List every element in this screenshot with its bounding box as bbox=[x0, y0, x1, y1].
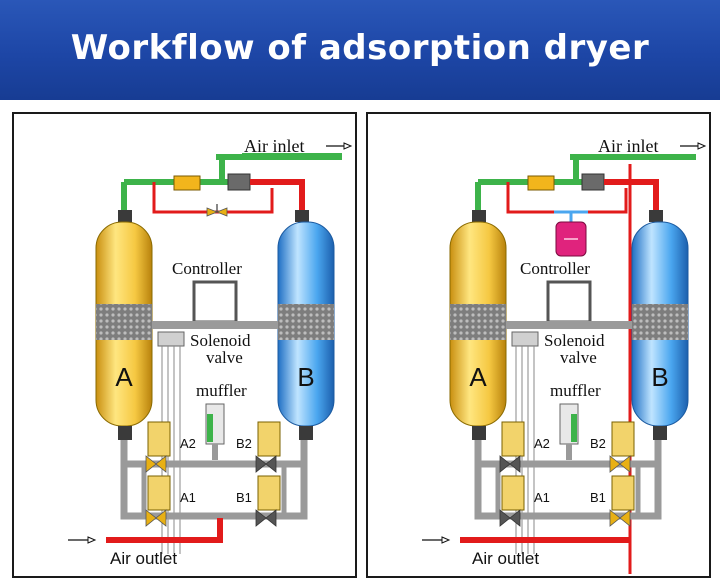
red-pipe-b-top bbox=[250, 179, 305, 210]
tower-a-bottom-flange bbox=[472, 426, 486, 440]
page-title: Workflow of adsorption dryer bbox=[70, 28, 650, 68]
purge-loop-pipe bbox=[474, 440, 662, 520]
tower-b-label: B bbox=[651, 362, 668, 392]
valve-b1-label: B1 bbox=[590, 490, 606, 505]
controller-rail bbox=[506, 321, 632, 329]
air-outlet-label: Air outlet bbox=[110, 549, 177, 568]
diagram-panel-left: Air inlet A B Controller Solenoid valve … bbox=[12, 112, 357, 578]
red-bypass-pipe bbox=[152, 182, 274, 214]
valve-b2-label: B2 bbox=[236, 436, 252, 451]
solenoid-label-line2: valve bbox=[206, 348, 243, 367]
tower-b-label: B bbox=[297, 362, 314, 392]
tower-a-bottom-flange bbox=[118, 426, 132, 440]
controller-box bbox=[192, 280, 238, 324]
solenoid-valve-block bbox=[511, 331, 539, 347]
valve-a2-label: A2 bbox=[534, 436, 550, 451]
valve-a2-label: A2 bbox=[180, 436, 196, 451]
red-outlet-pipe bbox=[106, 518, 223, 543]
tower-b-desiccant bbox=[632, 304, 688, 340]
valve-b1-label: B1 bbox=[236, 490, 252, 505]
workflow-diagram-right: Air inlet A B Controller Solenoid valve … bbox=[422, 136, 707, 574]
tower-a-label: A bbox=[469, 362, 487, 392]
controller-label: Controller bbox=[520, 259, 590, 278]
air-outlet-label: Air outlet bbox=[472, 549, 539, 568]
purge-loop-pipe bbox=[120, 440, 308, 520]
tower-b-top-flange bbox=[649, 210, 663, 222]
tower-b-top-flange bbox=[295, 210, 309, 222]
tower-a-top-flange bbox=[118, 210, 132, 222]
tower-b-bottom-flange bbox=[653, 426, 667, 440]
title-banner: Workflow of adsorption dryer bbox=[0, 0, 720, 100]
tower-b-desiccant bbox=[278, 304, 334, 340]
valve-b2-label: B2 bbox=[590, 436, 606, 451]
muffler-label: muffler bbox=[550, 381, 601, 400]
diagram-panel-right: Air inlet A B Controller Solenoid valve … bbox=[366, 112, 711, 578]
tower-a-label: A bbox=[115, 362, 133, 392]
filter-icon bbox=[527, 175, 555, 191]
throttle-valve-icon bbox=[206, 207, 219, 217]
air-inlet-label: Air inlet bbox=[244, 136, 305, 156]
valve-a1-label: A1 bbox=[534, 490, 550, 505]
controller-rail bbox=[152, 321, 278, 329]
tower-b-bottom-flange bbox=[299, 426, 313, 440]
filter-icon bbox=[173, 175, 201, 191]
solenoid-label-line1: Solenoid bbox=[544, 331, 605, 350]
red-pipe-b-top bbox=[604, 179, 659, 210]
solenoid-label-line1: Solenoid bbox=[190, 331, 251, 350]
tower-a-top-flange bbox=[472, 210, 486, 222]
valve-b1-icon bbox=[611, 475, 635, 511]
inlet-valve-icon bbox=[227, 173, 251, 191]
solenoid-valve-block bbox=[157, 331, 185, 347]
inlet-valve-icon bbox=[581, 173, 605, 191]
controller-box bbox=[546, 280, 592, 324]
solenoid-label-line2: valve bbox=[560, 348, 597, 367]
valve-a1-icon bbox=[147, 475, 171, 511]
tower-a-desiccant bbox=[96, 304, 152, 340]
muffler-label: muffler bbox=[196, 381, 247, 400]
inlet-arrowhead bbox=[343, 142, 353, 150]
controller-label: Controller bbox=[172, 259, 242, 278]
valve-b2-icon bbox=[611, 421, 635, 457]
red-bypass-pipe bbox=[506, 182, 628, 214]
valve-b2-icon bbox=[257, 421, 281, 457]
valve-a2-icon bbox=[501, 421, 525, 457]
green-inlet-pipe-top bbox=[216, 154, 342, 160]
air-inlet-label: Air inlet bbox=[598, 136, 659, 156]
tower-a-desiccant bbox=[450, 304, 506, 340]
green-inlet-pipe-top bbox=[570, 154, 696, 160]
valve-a1-label: A1 bbox=[180, 490, 196, 505]
valve-b1-icon bbox=[257, 475, 281, 511]
valve-a1-icon bbox=[501, 475, 525, 511]
workflow-diagram-left: Air inlet A B Controller Solenoid valve … bbox=[68, 136, 353, 568]
valve-a2-icon bbox=[147, 421, 171, 457]
